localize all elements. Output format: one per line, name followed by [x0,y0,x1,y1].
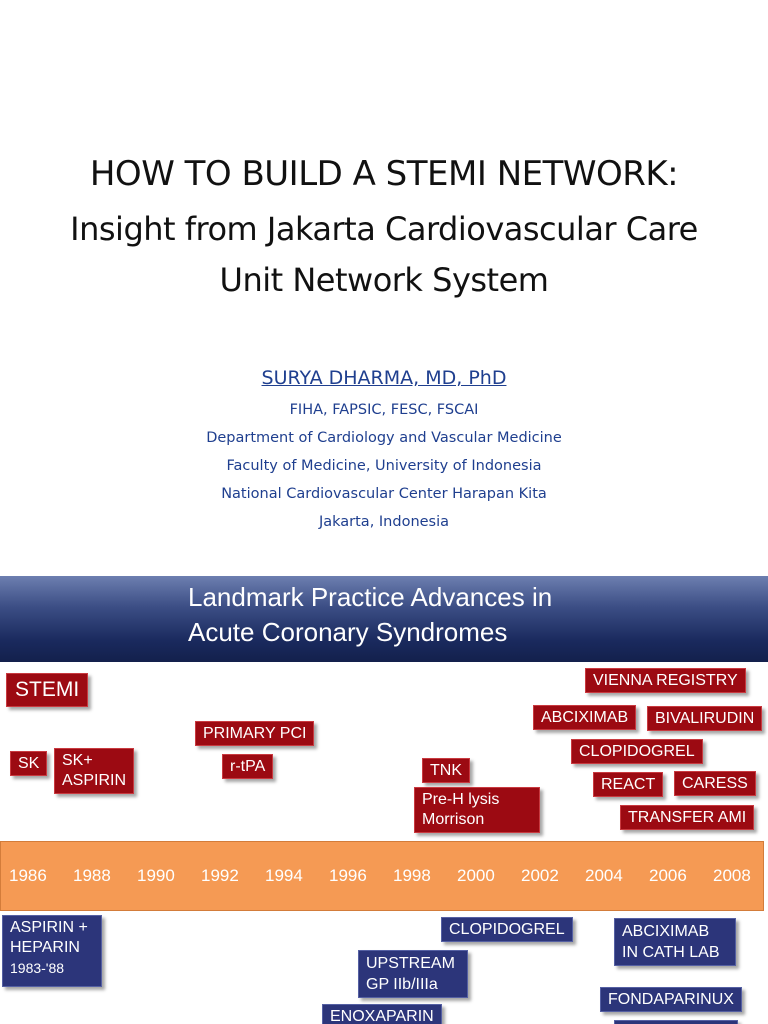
author-link[interactable]: SURYA DHARMA, MD, PhD [261,367,507,389]
advance-box-partial [614,1020,738,1024]
advance-clopidogrel-stemi: CLOPIDOGREL [571,739,703,764]
advance-upstream-gp: UPSTREAM GP IIb/IIIa [358,950,468,998]
year-timeline: 1986 1988 1990 1992 1994 1996 1998 2000 … [0,841,764,911]
advance-aspirin-heparin-years-text: 1983-'88 [10,960,65,976]
year-label: 1996 [329,866,367,885]
year-label: 2002 [521,866,559,885]
year-label: 1994 [265,866,303,885]
advance-enoxaparin: ENOXAPARIN [322,1004,442,1024]
year-label: 1998 [393,866,431,885]
advance-prehospital-lysis-line1: Pre-H lysis [422,791,500,808]
advance-transfer-ami: TRANSFER AMI [620,805,755,830]
advance-aspirin-heparin: ASPIRIN + HEPARIN 1983-'88 [2,915,102,987]
author-center: National Cardiovascular Center Harapan K… [221,486,547,502]
title-slide: HOW TO BUILD A STEMI NETWORK: Insight fr… [0,154,768,530]
advance-aspirin-heparin-years: 1983-'88 [10,958,94,979]
year-label: 1990 [137,866,175,885]
year-label: 1992 [201,866,239,885]
title-line-2: Insight from Jakarta Cardiovascular Care [70,210,698,248]
advance-abciximab: ABCIXIMAB [533,705,637,730]
year-label: 2004 [585,866,623,885]
title-line-3: Unit Network System [219,261,549,299]
advance-prehospital-lysis-line2: Morrison [422,811,485,828]
advance-prehospital-lysis: Pre-H lysis Morrison [414,787,540,833]
advance-sk-aspirin-line2: ASPIRIN [62,772,127,789]
year-label: 2006 [649,866,687,885]
advance-tnk: TNK [422,758,470,783]
advance-react: REACT [593,772,664,797]
advance-rtpa: r-tPA [222,754,274,779]
advance-sk: SK [10,751,48,776]
author-name: SURYA DHARMA, MD, PhD [0,367,768,389]
advance-clopidogrel-acs: CLOPIDOGREL [441,917,573,942]
advance-aspirin-heparin-line2: HEPARIN [10,939,80,956]
header-line-1: Landmark Practice Advances in [188,582,553,612]
advance-abciximab-cath-lab-line1: ABCIXIMAB [622,923,710,940]
year-label: 1988 [73,866,111,885]
slide-header: Landmark Practice Advances in Acute Coro… [0,576,768,662]
advance-bivalirudin: BIVALIRUDIN [647,706,763,731]
advance-abciximab-cath-lab: ABCIXIMAB IN CATH LAB [614,918,736,966]
author-location: Jakarta, Indonesia [318,514,450,530]
advance-fondaparinux: FONDAPARINUX [600,987,742,1012]
advance-upstream-gp-line2: GP IIb/IIIa [366,976,438,993]
author-credentials: FIHA, FAPSIC, FESC, FSCAI [289,402,479,418]
advance-upstream-gp-line1: UPSTREAM [366,955,455,972]
advance-abciximab-cath-lab-line2: IN CATH LAB [622,944,720,961]
advance-primary-pci: PRIMARY PCI [195,721,315,746]
author-department: Department of Cardiology and Vascular Me… [206,430,562,446]
header-line-2: Acute Coronary Syndromes [188,617,508,647]
year-label: 2000 [457,866,495,885]
year-label: 1986 [9,866,47,885]
stemi-label: STEMI [6,673,89,707]
year-label: 2008 [713,866,751,885]
advance-sk-aspirin: SK+ ASPIRIN [54,748,135,794]
author-faculty: Faculty of Medicine, University of Indon… [226,458,542,474]
advance-caress: CARESS [674,771,756,796]
title-line-1: HOW TO BUILD A STEMI NETWORK: [89,154,679,194]
timeline-slide: Landmark Practice Advances in Acute Coro… [0,576,768,1024]
advance-vienna-registry: VIENNA REGISTRY [585,668,746,693]
advance-sk-aspirin-line1: SK+ [62,752,93,769]
advance-aspirin-heparin-line1: ASPIRIN + [10,919,88,936]
